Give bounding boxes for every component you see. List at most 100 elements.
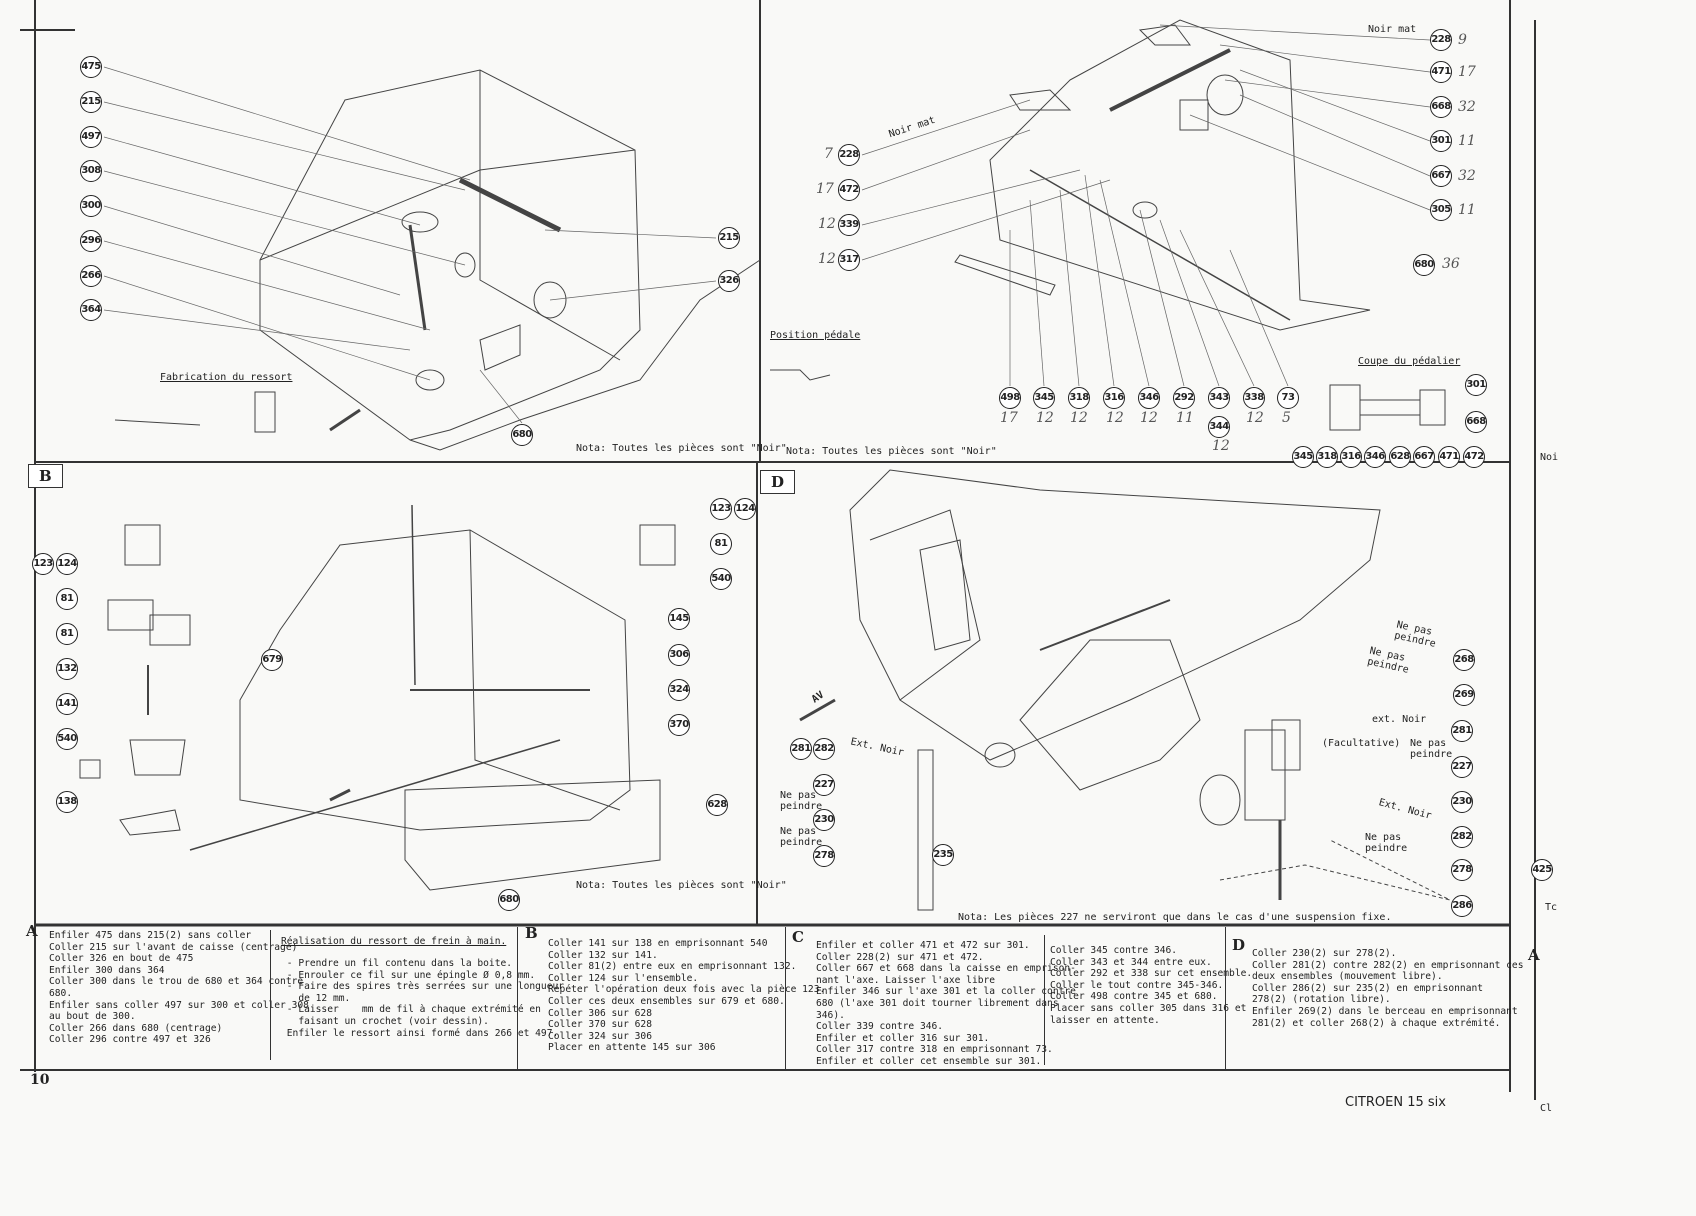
instructions-c2: Coller 345 contre 346. Coller 343 et 344… — [1050, 945, 1253, 1026]
label-ne-pas-peindre: Ne pas peindre — [780, 826, 823, 848]
part-callout: 301 — [1465, 374, 1487, 396]
page-number: 10 — [30, 1072, 50, 1088]
part-callout: 227 — [1451, 756, 1473, 778]
fragment-text: Noi — [1540, 452, 1559, 463]
part-callout: 301 — [1430, 130, 1452, 152]
handwritten-count: 12 — [1070, 410, 1088, 426]
fragment-text: Tc — [1545, 902, 1558, 913]
part-callout: 326 — [718, 270, 740, 292]
part-callout: 680 — [498, 889, 520, 911]
label-ne-pas-peindre: Ne pas peindre — [1365, 832, 1408, 854]
handwritten-count: 12 — [818, 216, 836, 232]
part-callout: 344 — [1208, 416, 1230, 438]
part-callout: 286 — [1451, 895, 1473, 917]
spring-caption: Fabrication du ressort — [160, 372, 293, 383]
handwritten-count: 32 — [1458, 168, 1476, 184]
part-callout: 316 — [1103, 387, 1125, 409]
part-callout: 123 — [710, 498, 732, 520]
text-letter-b: B — [525, 924, 538, 942]
part-callout: 124 — [734, 498, 756, 520]
part-callout: 318 — [1068, 387, 1090, 409]
part-callout: 343 — [1208, 387, 1230, 409]
part-callout: 228 — [1430, 29, 1452, 51]
part-callout: 475 — [80, 56, 102, 78]
part-callout: 278 — [1451, 859, 1473, 881]
panel-c-note: Nota: Toutes les pièces sont "Noir" — [786, 446, 997, 457]
panel-c-drawing — [770, 19, 1446, 431]
instructions-d: Coller 230(2) sur 278(2). Coller 281(2) … — [1252, 948, 1524, 1029]
part-callout: 296 — [80, 230, 102, 252]
divider — [270, 930, 271, 1060]
part-callout: 316 — [1340, 446, 1362, 468]
label-facultative: (Facultative) — [1322, 738, 1401, 749]
part-callout: 498 — [999, 387, 1021, 409]
part-callout: 305 — [1430, 199, 1452, 221]
part-callout: 141 — [56, 693, 78, 715]
handwritten-count: 5 — [1282, 410, 1291, 426]
label-ne-pas-peindre: Ne pas peindre — [780, 790, 823, 812]
part-callout: 230 — [813, 809, 835, 831]
instructions-c1: Enfiler et coller 471 et 472 sur 301. Co… — [816, 940, 1076, 1067]
part-callout: 370 — [668, 714, 690, 736]
part-callout: 497 — [80, 126, 102, 148]
text-letter-a: A — [26, 922, 38, 940]
panel-b-drawing — [79, 504, 676, 891]
divider — [1225, 927, 1226, 1070]
handwritten-count: 32 — [1458, 99, 1476, 115]
handwritten-count: 12 — [1212, 438, 1230, 454]
part-callout: 123 — [32, 553, 54, 575]
part-callout: 281 — [1451, 720, 1473, 742]
part-callout: 346 — [1138, 387, 1160, 409]
instructions-b: Coller 141 sur 138 en emprisonnant 540 C… — [548, 938, 826, 1054]
part-callout: 292 — [1173, 387, 1195, 409]
part-callout: 345 — [1292, 446, 1314, 468]
part-callout: 227 — [813, 774, 835, 796]
handwritten-count: 7 — [824, 146, 833, 162]
part-callout: 346 — [1364, 446, 1386, 468]
part-callout: 318 — [1316, 446, 1338, 468]
part-callout: 679 — [261, 649, 283, 671]
part-callout: 278 — [813, 845, 835, 867]
handwritten-count: 36 — [1442, 256, 1460, 272]
part-callout: 81 — [56, 588, 78, 610]
part-callout: 345 — [1033, 387, 1055, 409]
part-callout: 339 — [838, 214, 860, 236]
label-ext-noir: ext. Noir — [1372, 714, 1427, 725]
part-callout: 425 — [1531, 859, 1553, 881]
label-ne-pas-peindre: Ne pas peindre — [1410, 738, 1453, 760]
part-callout: 324 — [668, 679, 690, 701]
part-callout: 472 — [1463, 446, 1485, 468]
part-callout: 282 — [1451, 826, 1473, 848]
part-callout: 471 — [1438, 446, 1460, 468]
handwritten-count: 12 — [818, 251, 836, 267]
part-callout: 138 — [56, 791, 78, 813]
divider — [785, 927, 786, 1070]
divider — [517, 927, 518, 1070]
handwritten-count: 11 — [1458, 133, 1476, 149]
handwritten-count: 11 — [1176, 410, 1194, 426]
text-letter-d: D — [1232, 936, 1246, 954]
part-callout: 266 — [80, 265, 102, 287]
panel-letter-d: D — [760, 470, 796, 494]
part-callout: 471 — [1430, 61, 1452, 83]
part-callout: 215 — [718, 227, 740, 249]
panel-d-note: Nota: Les pièces 227 ne serviront que da… — [958, 912, 1392, 923]
part-callout: 668 — [1430, 96, 1452, 118]
instructions-a: Enfiler 475 dans 215(2) sans coller Coll… — [49, 930, 309, 1046]
spring-instructions: - Prendre un fil contenu dans la boite. … — [286, 958, 565, 1039]
part-callout: 81 — [56, 623, 78, 645]
part-callout: 628 — [1389, 446, 1411, 468]
part-callout: 281 — [790, 738, 812, 760]
part-callout: 81 — [710, 533, 732, 555]
handwritten-count: 12 — [1246, 410, 1264, 426]
handwritten-count: 9 — [1458, 32, 1467, 48]
part-callout: 269 — [1453, 684, 1475, 706]
frame-lines — [20, 0, 1536, 1100]
fragment-text: Cl — [1540, 1103, 1553, 1114]
handwritten-count: 12 — [1036, 410, 1054, 426]
part-callout: 540 — [56, 728, 78, 750]
label-noir-mat: Noir mat — [1368, 24, 1417, 35]
text-letter-c: C — [792, 928, 804, 946]
part-callout: 540 — [710, 568, 732, 590]
